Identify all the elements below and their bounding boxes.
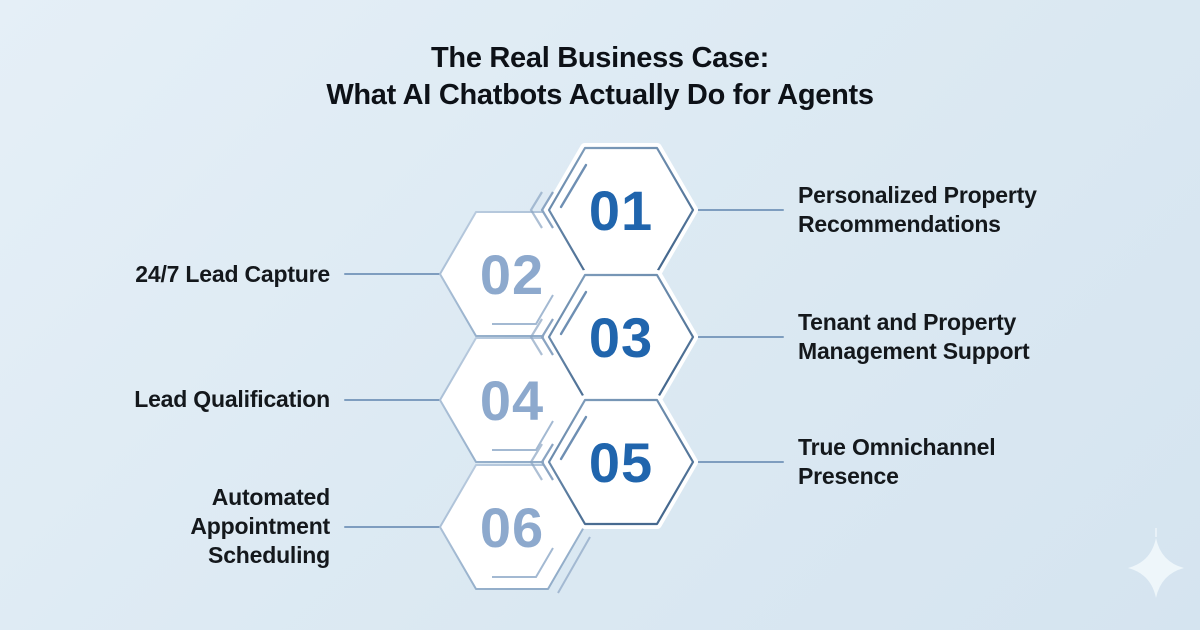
hexagon-number-03: 03 [589,306,653,369]
page-title: The Real Business Case: What AI Chatbots… [0,40,1200,114]
hexagon-number-01: 01 [589,179,653,242]
hexagon-accent-line [559,163,588,209]
hexagon-accent-line [559,290,588,336]
item-label-automated-appointment-scheduling: Automated Appointment Scheduling [190,484,330,568]
chevron-decoration [540,318,554,356]
hexagon-accent-line [559,415,588,461]
hexagon-number-06: 06 [480,496,544,559]
hexagon-number-04: 04 [480,369,544,432]
chevron-decoration [540,443,554,481]
hexagon-accent-line [492,294,554,325]
hexagon-shape [547,398,695,526]
hexagon-06 [439,464,591,594]
chevron-decoration [529,318,543,356]
hexagon-number-05: 05 [589,431,653,494]
item-label-lead-qualification: Lead Qualification [134,386,330,412]
hexagon-accent-line [492,420,554,451]
item-label-omnichannel-presence: True Omnichannel Presence [798,434,996,489]
hexagon-05 [529,395,698,529]
chevron-decoration [529,191,543,229]
sparkle-icon [1128,538,1184,598]
chevron-decoration [529,443,543,481]
title-line-2: What AI Chatbots Actually Do for Agents [326,79,874,111]
hexagon-03 [529,270,698,404]
connector-lines [344,209,784,528]
hexagon-accent-line [492,547,554,578]
hexagon-number-02: 02 [480,243,544,306]
item-label-personalized-property-recommendations: Personalized Property Recommendations [798,182,1037,237]
title-line-1: The Real Business Case: [430,42,769,74]
item-label-lead-capture: 24/7 Lead Capture [135,261,330,287]
hexagon-01 [529,143,698,277]
chevron-decoration [540,191,554,229]
item-label-tenant-property-management-support: Tenant and Property Management Support [798,309,1030,364]
hexagon-echo-line [557,536,591,594]
